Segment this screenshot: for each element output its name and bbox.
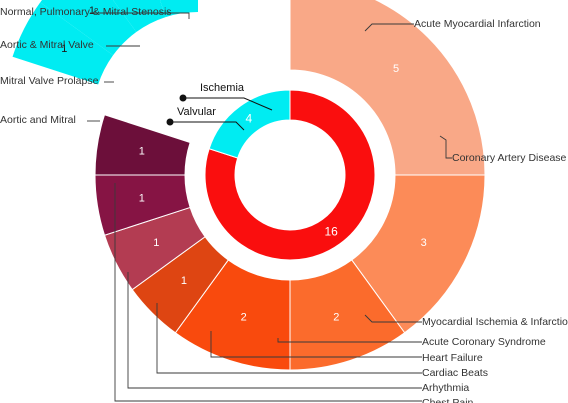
inner-value-valvular: 4	[246, 111, 253, 125]
leader-acute-myocardial-infarction	[364, 23, 414, 32]
label-chest-pain: Chest Pain	[422, 397, 474, 403]
label-acute-coronary-syndrome: Acute Coronary Syndrome	[422, 336, 546, 348]
outer-value-acute-myocardial-infarction: 5	[393, 63, 399, 75]
leader-myocardial-ischemia-infarction	[364, 314, 422, 323]
inner-slice-valvular	[208, 89, 291, 159]
label-heart-failure: Heart Failure	[422, 352, 483, 364]
leader-cardiac-beats	[156, 303, 422, 374]
leader-valvular	[170, 121, 245, 131]
outer-slice-aortic-and-mitral	[12, 2, 114, 85]
label-arhythmia: Arhythmia	[422, 382, 469, 394]
outer-slice-acute-myocardial-infarction	[289, 0, 486, 176]
inner-slice-ischemia	[204, 89, 376, 261]
label-mitral-valve-prolapse: Mitral Valve Prolapse	[0, 75, 99, 87]
leader-ischemia	[183, 97, 273, 111]
outer-value-cardiac-beats: 1	[153, 237, 159, 249]
outer-slice-mitral-valve-prolapse	[40, 0, 137, 56]
outer-slice-chest-pain	[94, 114, 191, 176]
marker-valvular	[166, 118, 174, 126]
outer-ring: 532211111111	[12, 0, 486, 371]
inner-value-ischemia: 16	[324, 225, 338, 239]
outer-value-acute-coronary-syndrome: 2	[241, 312, 247, 324]
label-acute-myocardial-infarction: Acute Myocardial Infarction	[414, 18, 541, 30]
outer-value-mitral-valve-prolapse: 1	[89, 5, 95, 17]
leader-lines	[87, 12, 452, 402]
label-coronary-artery-disease: Coronary Artery Disease	[452, 152, 567, 164]
outer-value-coronary-artery-disease: 3	[421, 237, 427, 249]
outer-value-heart-failure: 1	[181, 275, 187, 287]
leader-acute-coronary-syndrome	[277, 338, 422, 343]
outer-slice-aortic-mitral-valve	[112, 0, 166, 33]
outer-value-myocardial-ischemia-infarction: 2	[333, 312, 339, 324]
leader-heart-failure	[210, 331, 422, 358]
label-aortic-and-mitral: Aortic and Mitral	[0, 114, 76, 126]
inner-ring: 16 4	[204, 89, 376, 261]
label-cardiac-beats: Cardiac Beats	[422, 367, 488, 379]
marker-ischemia	[179, 94, 187, 102]
leader-normal-pulmonary-mitral-stenosis	[90, 12, 190, 19]
label-normal-pulmonary-mitral-stenosis: Normal, Pulmonary & Mitral Stenosis	[0, 6, 172, 18]
outer-value-aortic-and-mitral: 1	[61, 43, 67, 55]
label-myocardial-ischemia-infarction: Myocardial Ischemia & Infarction	[422, 316, 568, 328]
outer-value-arhythmia: 1	[139, 192, 145, 204]
label-aortic-mitral-valve: Aortic & Mitral Valve	[0, 39, 94, 51]
leader-chest-pain	[114, 183, 422, 402]
inner-label-ischemia: Ischemia	[200, 82, 245, 94]
leader-arhythmia	[127, 272, 422, 389]
leader-coronary-artery-disease	[439, 135, 452, 159]
outer-value-chest-pain: 1	[139, 146, 145, 158]
inner-label-valvular: Valvular	[177, 106, 216, 118]
